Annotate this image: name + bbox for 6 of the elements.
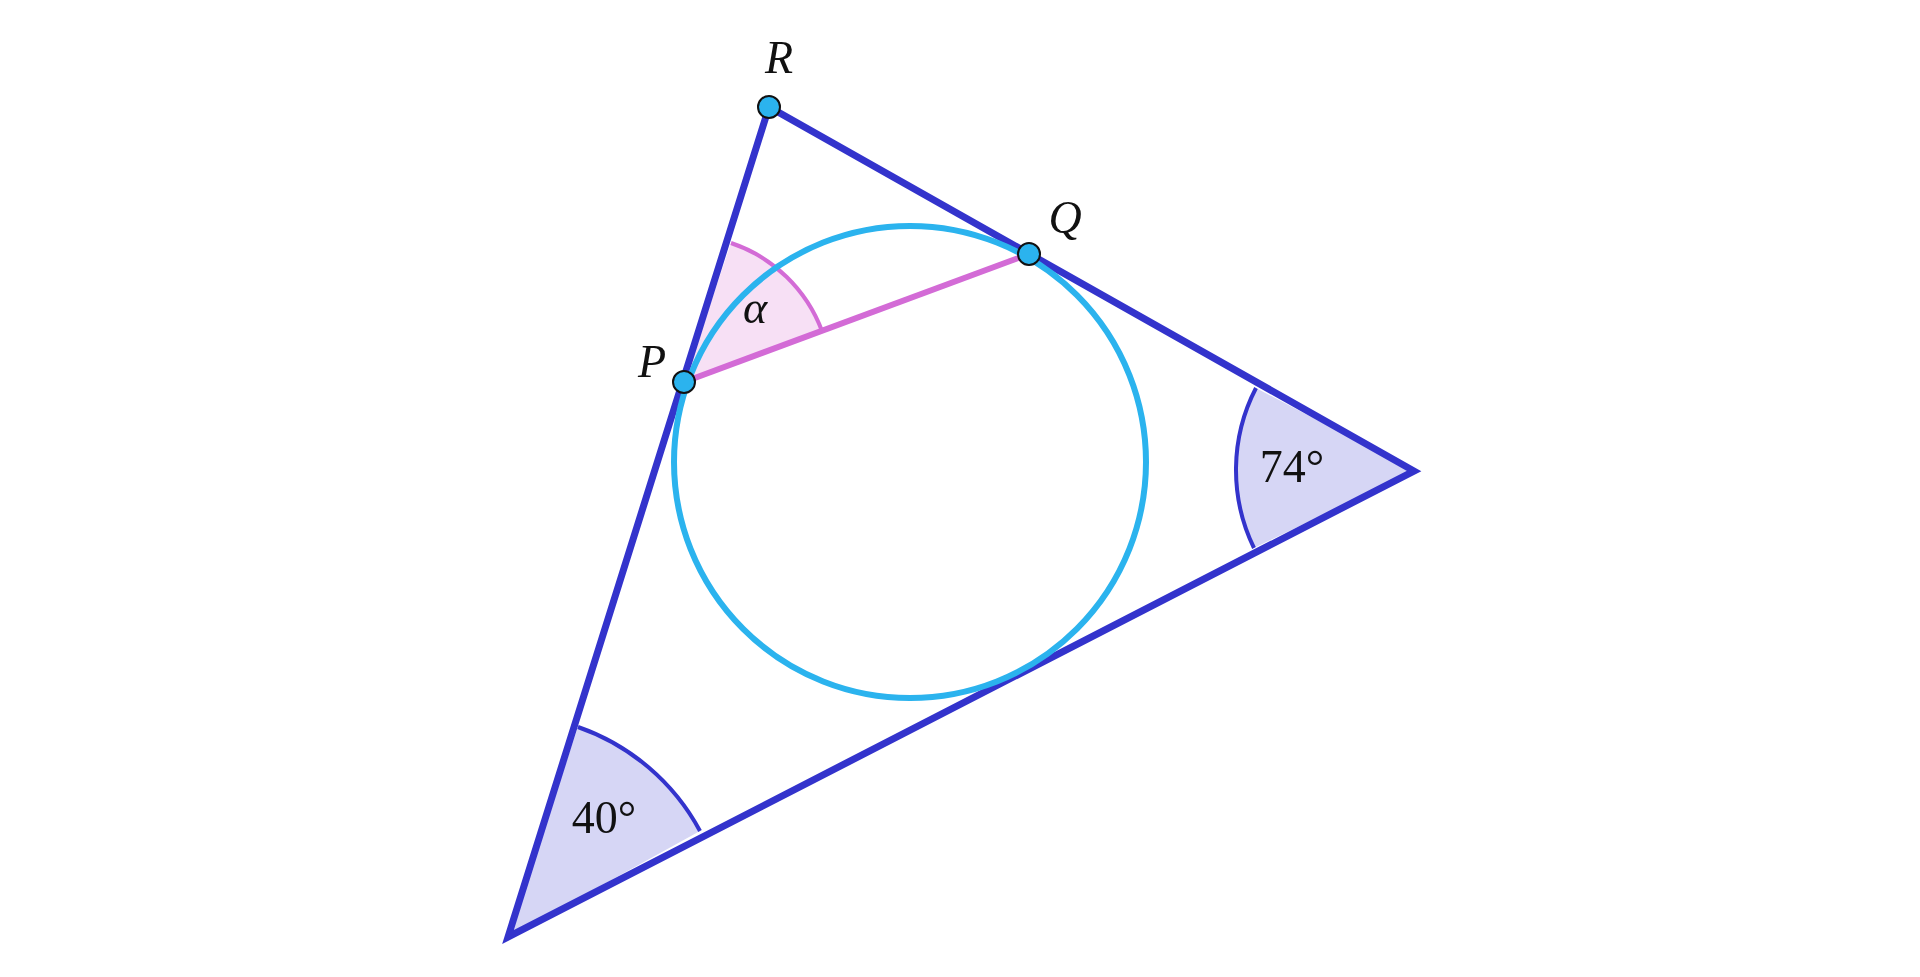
point-label: P (637, 339, 667, 385)
point-label: R (764, 35, 794, 81)
angle-label: α (742, 285, 768, 331)
point-label: Q (1048, 195, 1082, 241)
angle-label: 74° (1259, 444, 1325, 490)
angle-label: 40° (571, 795, 637, 841)
